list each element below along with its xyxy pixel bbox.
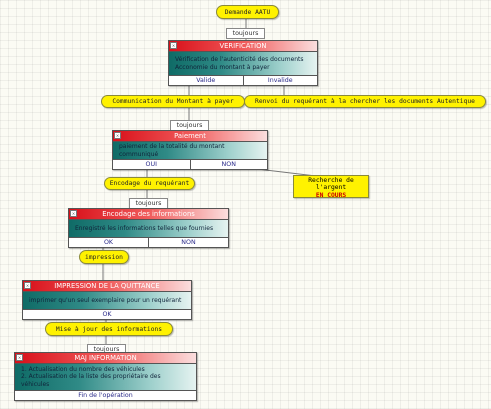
paiement-body: paiement de la totalité du montant commu… — [113, 142, 267, 159]
close-icon[interactable]: × — [16, 354, 23, 361]
encodage-title: × Encodage des informations — [69, 209, 228, 220]
verification-box: × VERIFICATION Vérification de l'autenti… — [168, 40, 318, 86]
encodage-body: Enregistré les informations telles que f… — [69, 220, 228, 237]
invalide-button[interactable]: Invalide — [242, 76, 317, 85]
communication-step[interactable]: Communication du Montant à payer — [101, 95, 245, 108]
ok-button[interactable]: OK — [69, 238, 148, 247]
non-button[interactable]: NON — [189, 160, 267, 169]
maj-step[interactable]: Mise à jour des informations — [45, 322, 173, 336]
impression-body: imprimer qu'un seul exemplaire pour un r… — [23, 292, 191, 309]
close-icon[interactable]: × — [24, 282, 31, 289]
ok-button[interactable]: OK — [23, 310, 191, 319]
fin-button[interactable]: Fin de l'opération — [15, 391, 196, 400]
encodage-box: × Encodage des informations Enregistré l… — [68, 208, 229, 248]
recherche-note[interactable]: Recherche de l'argent EN COURS — [293, 175, 369, 199]
encodage-step[interactable]: Encodage du requérant — [104, 177, 195, 190]
verification-title: × VERIFICATION — [169, 41, 317, 52]
impression-title: × IMPRESSION DE LA QUITTANCE — [23, 281, 191, 292]
renvoi-step[interactable]: Renvoi du requérant à la chercher les do… — [244, 95, 486, 108]
maj-title: × MAJ INFORMATION — [15, 353, 196, 364]
verification-body: Vérification de l'autenticité des docume… — [169, 52, 317, 75]
always-chip: toujours — [226, 28, 265, 39]
maj-body: 1. Actualisation du nombre des véhicules… — [15, 364, 196, 390]
valide-button[interactable]: Valide — [169, 76, 243, 85]
paiement-box: × Paiement paiement de la totalité du mo… — [112, 130, 268, 170]
paiement-title: × Paiement — [113, 131, 267, 142]
start-node[interactable]: Demande AATU — [216, 5, 279, 19]
close-icon[interactable]: × — [114, 132, 121, 139]
close-icon[interactable]: × — [170, 42, 177, 49]
maj-box: × MAJ INFORMATION 1. Actualisation du no… — [14, 352, 197, 401]
non-button[interactable]: NON — [148, 238, 228, 247]
impression-step[interactable]: impression — [79, 250, 129, 264]
oui-button[interactable]: OUI — [113, 160, 190, 169]
close-icon[interactable]: × — [70, 210, 77, 217]
status-badge: EN COURS — [315, 192, 347, 199]
impression-box: × IMPRESSION DE LA QUITTANCE imprimer qu… — [22, 280, 192, 320]
